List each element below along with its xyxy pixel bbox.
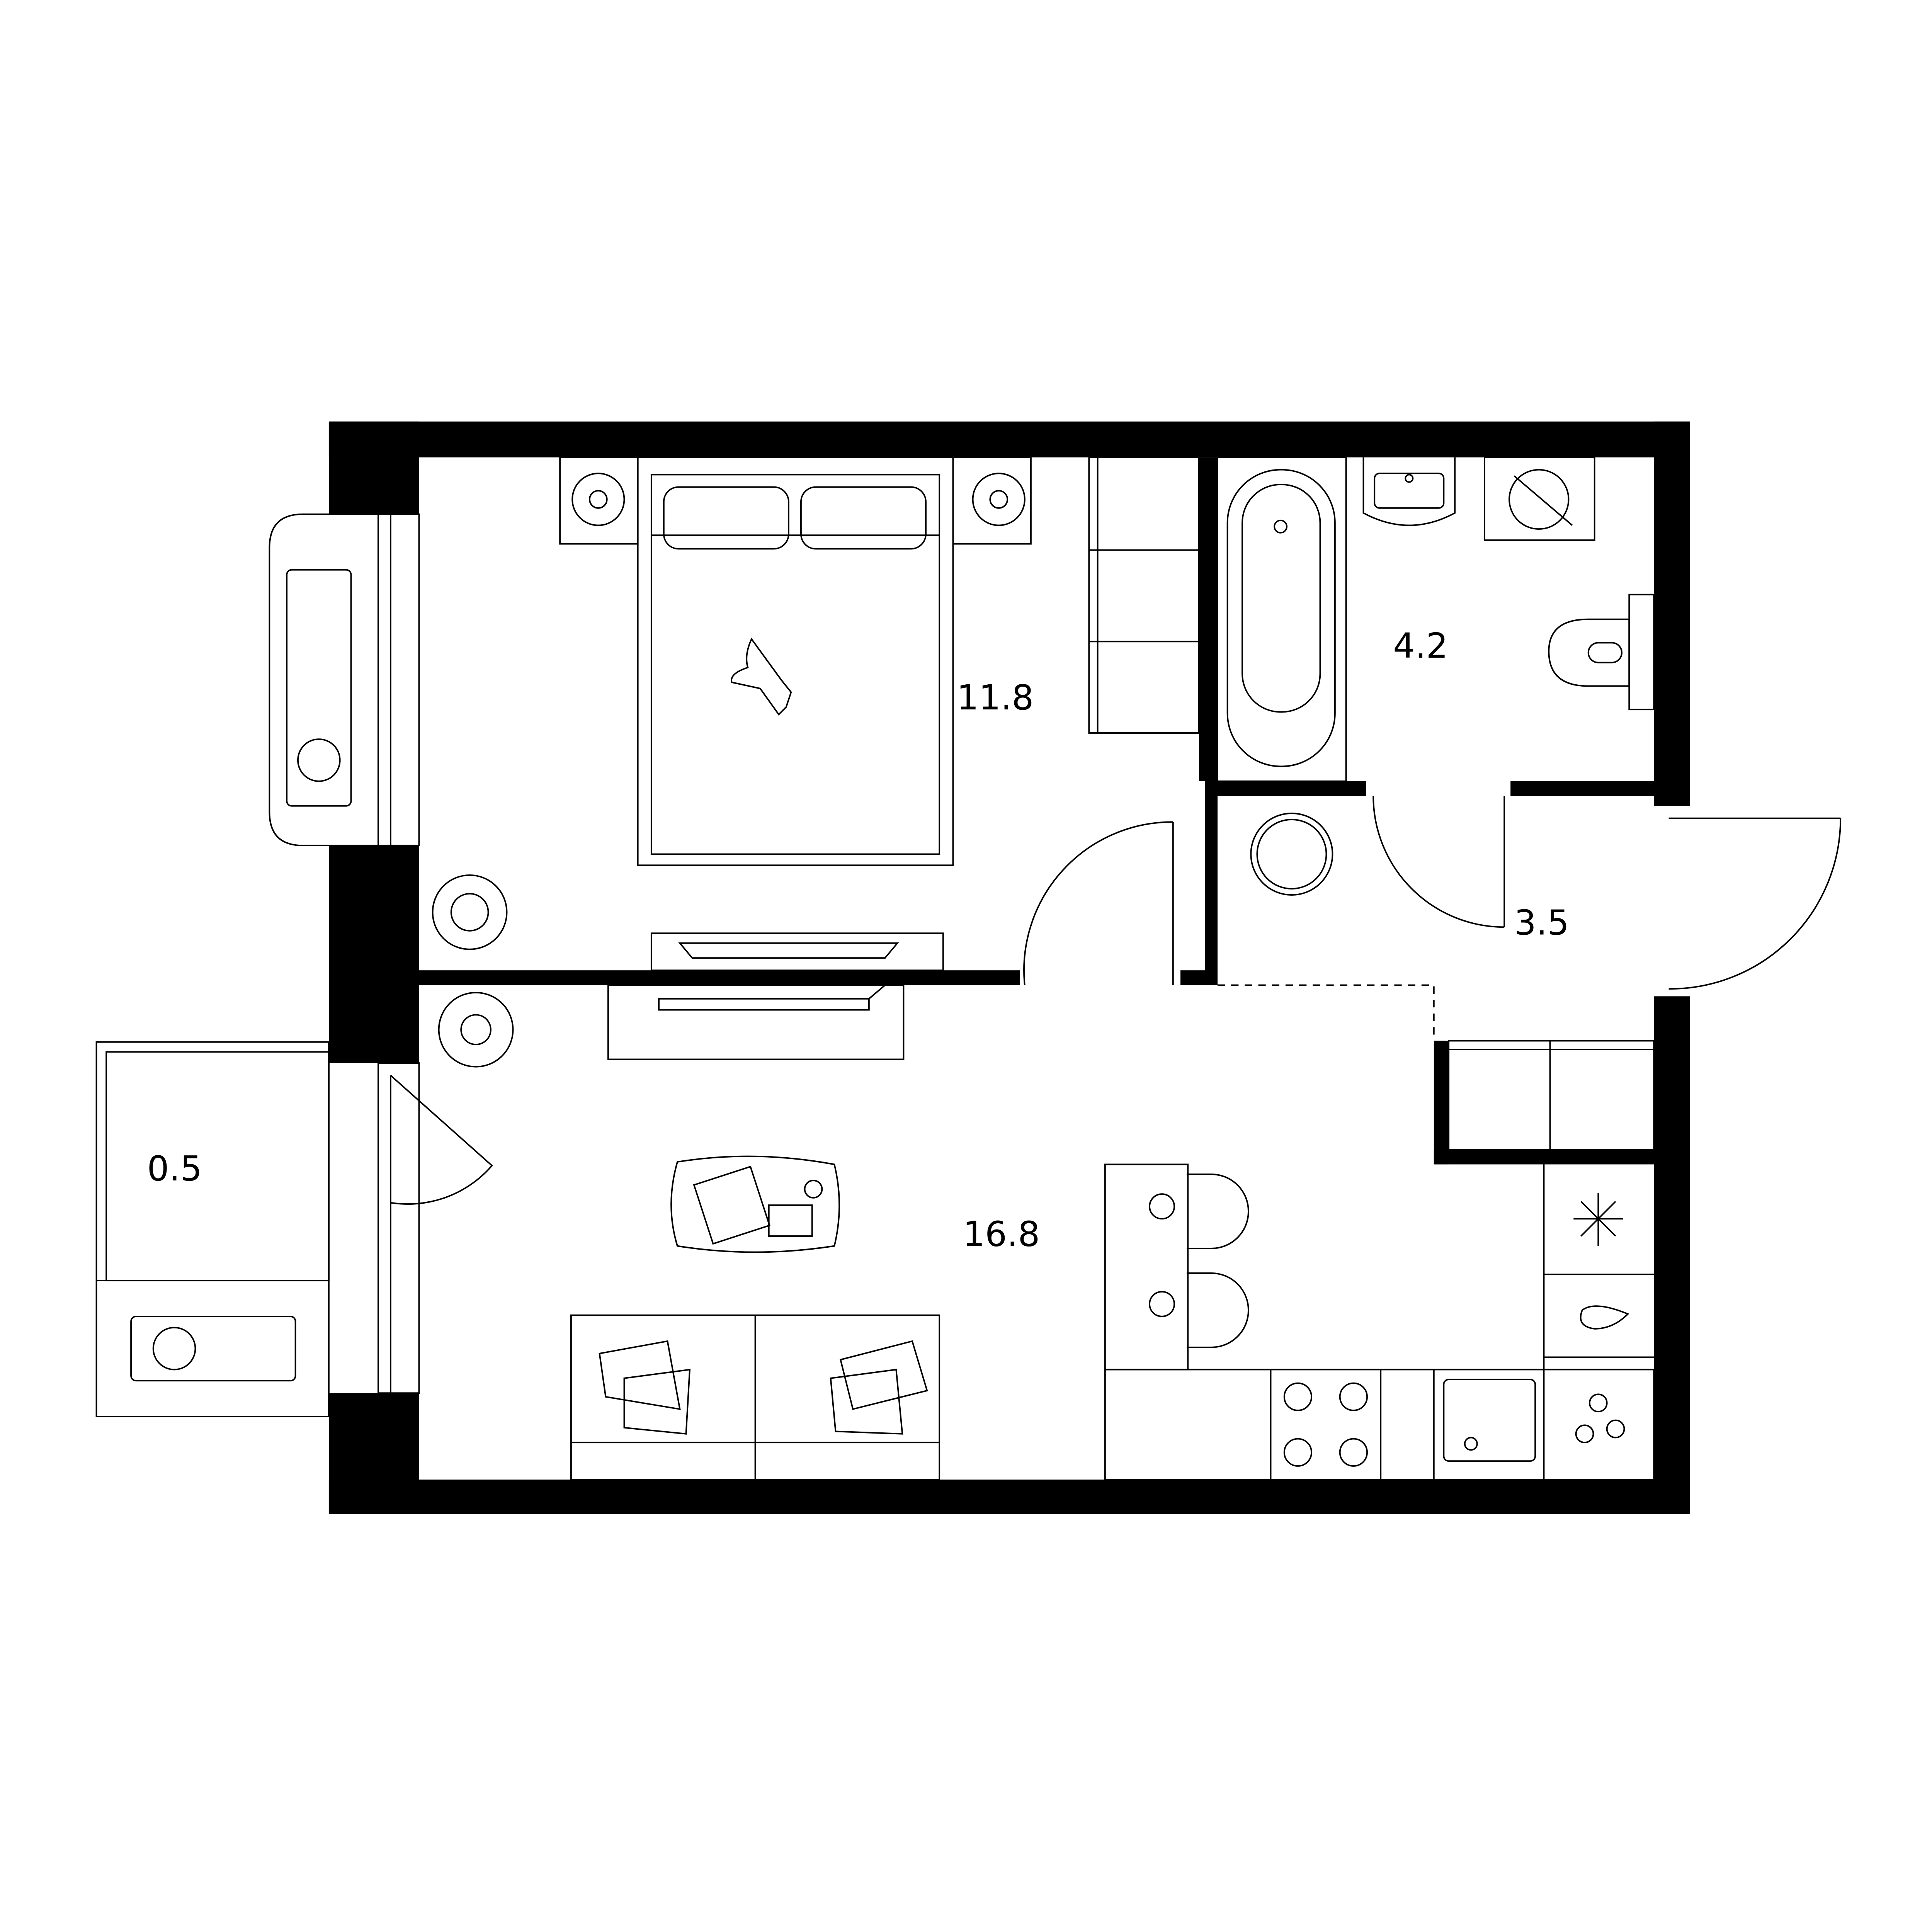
plant-icon <box>432 874 514 1068</box>
toilet-icon <box>1548 594 1655 711</box>
balcony <box>95 1041 330 1417</box>
kitchen-sink-icon <box>1443 1379 1536 1462</box>
wardrobe-icon <box>1448 1040 1655 1150</box>
laptop-icon <box>693 1165 770 1245</box>
drop-icon <box>1580 1305 1629 1330</box>
desk-icon <box>670 1155 840 1253</box>
nightstand-icon <box>559 456 1032 545</box>
washing-machine-icon <box>1250 813 1333 896</box>
area-label-living-kitchen: 16.8 <box>963 1214 1040 1255</box>
stove-icon <box>1283 1382 1368 1467</box>
area-label-bedroom: 11.8 <box>957 678 1034 718</box>
utensils-icon <box>1575 1393 1625 1444</box>
sink-icon <box>1362 457 1456 526</box>
zone-divider <box>1217 984 1435 1041</box>
door-icon[interactable] <box>1023 821 1174 985</box>
walls <box>328 421 1690 1514</box>
door-icon[interactable] <box>1372 796 1505 928</box>
bed-icon <box>637 456 954 866</box>
washing-machine-icon <box>1484 456 1595 541</box>
ac-unit-icon <box>130 1315 296 1382</box>
cat-icon <box>731 638 792 716</box>
chair-icon <box>1187 1173 1249 1249</box>
chair-icon <box>1187 1272 1249 1348</box>
bathtub-icon <box>1217 456 1347 782</box>
entrance-door[interactable] <box>1668 817 1842 990</box>
area-label-hallway: 3.5 <box>1514 903 1569 943</box>
tv-icon <box>607 932 944 1060</box>
fridge-icon <box>1573 1193 1623 1246</box>
window-balcony-door[interactable] <box>377 1062 493 1394</box>
sofa-icon <box>570 1314 940 1481</box>
area-label-balcony: 0.5 <box>147 1149 202 1189</box>
dining-table-icon <box>1104 1163 1249 1371</box>
wardrobe-icon <box>1088 456 1200 734</box>
window-bedroom <box>377 513 420 847</box>
area-label-bathroom: 4.2 <box>1393 626 1448 666</box>
kitchen-counter <box>1104 1164 1655 1481</box>
ac-unit-icon <box>269 513 379 847</box>
